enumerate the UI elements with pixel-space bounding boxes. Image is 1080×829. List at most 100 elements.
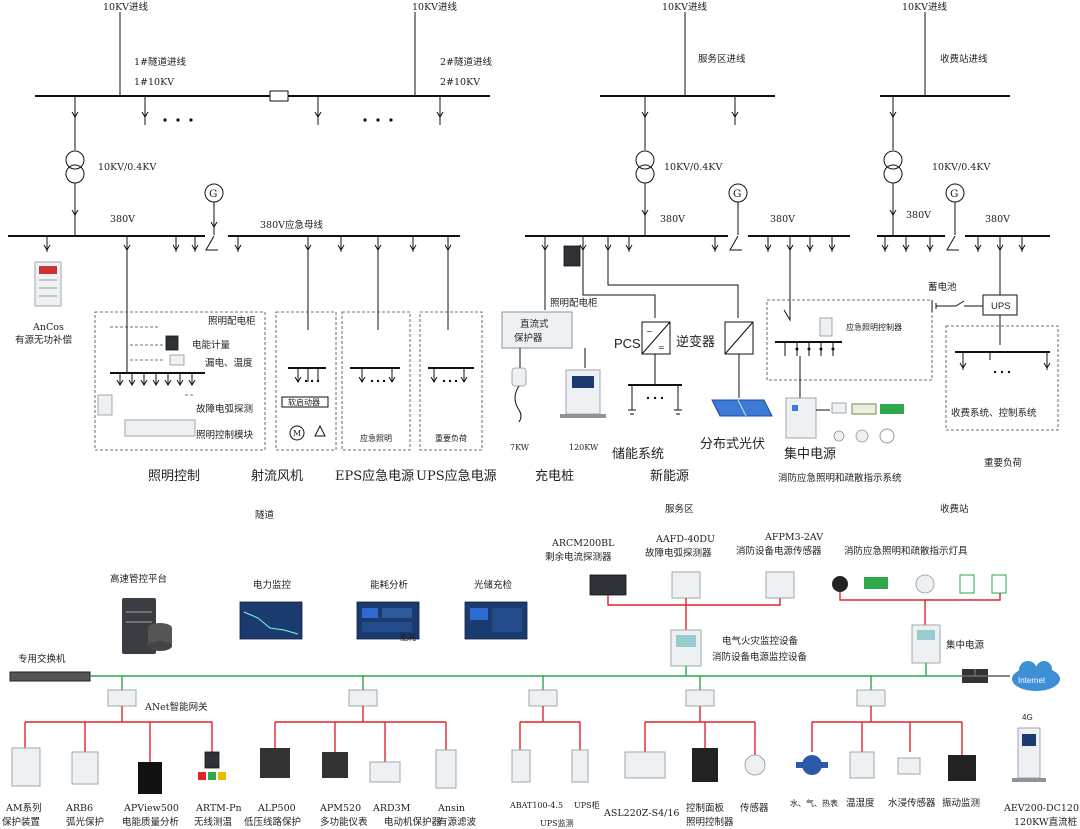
toll-system-label: 收费系统、控制系统 [951, 407, 1037, 419]
transformer-label: 10KV/0.4KV [664, 162, 722, 173]
aafd-desc: 故障电弧探测器 [645, 547, 712, 559]
ancos-label: AnCos [32, 322, 64, 333]
fire-light-device-label: 消防应急照明和疏散指示灯具 [844, 545, 968, 557]
ups-cabinet-icon [571, 749, 589, 783]
charger-120kw-icon [560, 369, 606, 418]
generator-icon: G [204, 183, 224, 203]
gateways: ANet智能网关 [24, 676, 963, 762]
internet-cloud-icon [1012, 661, 1060, 691]
light-control-label: 照明控制模块 [196, 429, 254, 441]
tunnel-hv-section: 10KV进线 10KV进线 1#隧道进线 1#10KV 2#隧道进线 2#10K… [8, 1, 493, 251]
server-icon [122, 598, 172, 654]
arcm-desc: 剩余电流探测器 [545, 551, 612, 563]
sensor-label: 传感器 [740, 802, 769, 814]
gateway-icon [348, 689, 378, 707]
incoming-label: 10KV进线 [902, 1, 948, 13]
am-model: AM系列 [5, 802, 42, 814]
motor-icon: M [289, 425, 305, 441]
ellipsis-icon [442, 379, 458, 383]
tunnel1-bus: 1#10KV [134, 77, 174, 88]
ansin-desc: 有源滤波 [438, 816, 477, 828]
central-power-icon [785, 397, 817, 439]
svg-text:G: G [209, 188, 217, 200]
tunnel2-incoming: 2#隧道进线 [440, 56, 493, 68]
voltage-label: 380V [985, 214, 1010, 225]
am-device-icon [11, 747, 41, 787]
fan-icon [314, 424, 326, 437]
pcs-label: PCS [614, 336, 641, 351]
charger-7kw-label: 7KW [510, 443, 530, 452]
important-load-title: 重要负荷 [984, 457, 1023, 469]
platform-label: 高速管控平台 [110, 573, 167, 585]
transformer-icon [635, 150, 655, 184]
gateway-label: ANet智能网关 [144, 701, 208, 713]
transformer-icon [883, 150, 903, 184]
transformer-icon [65, 150, 85, 184]
vibration-monitor-icon [948, 755, 976, 781]
pv-storage-label: 光储充检 [474, 579, 513, 591]
apview-model: APView500 [123, 803, 179, 814]
energy-tag: 能耗 [400, 632, 416, 642]
central-power-label: 集中电源 [946, 639, 985, 651]
lighting-control-title: 照明控制 [148, 469, 200, 484]
arcm-device-icon [589, 574, 627, 596]
water-meter-icon [796, 755, 828, 775]
internet-label: Internet [1018, 676, 1046, 685]
gateway-icon [107, 689, 137, 707]
tunnel2-bus: 2#10KV [440, 77, 480, 88]
ard-model: ARD3M [372, 803, 411, 814]
fire-light-devices-icon [832, 574, 1007, 594]
asl-model: ASL220Z-S4/16 [603, 808, 679, 819]
gateway-icon [856, 689, 886, 707]
lighting-cabinet-label: 照明配电柜 [550, 297, 598, 309]
apview-device-icon [138, 762, 162, 794]
power-monitor-label: 电力监控 [253, 579, 292, 591]
temp-humidity-icon [849, 751, 875, 779]
power-monitor-screen-icon [239, 601, 303, 640]
storage-title: 储能系统 [612, 447, 664, 462]
abat-model: ABAT100-4.5 [509, 801, 563, 810]
meter-device-icon [563, 245, 581, 267]
tunnel-feeders: AnCos 有源无功补偿 照明配电柜 电能计量 漏电、温度 故障电弧探测 照明控… [15, 236, 497, 521]
artm-desc: 无线测温 [194, 816, 233, 828]
aafd-device-icon [671, 571, 701, 599]
four-g-label: 4G [1022, 713, 1033, 722]
energy-screen-icon [356, 601, 420, 640]
fire-monitor-device-icon [670, 629, 702, 667]
temp-humidity-label: 温湿度 [846, 797, 875, 809]
ellipsis-icon [304, 379, 320, 383]
ellipsis-icon [646, 396, 664, 400]
sensor-icon [744, 754, 766, 776]
pcs-icon: ~= [641, 321, 671, 355]
tunnel1-incoming: 1#隧道进线 [134, 56, 187, 68]
battery-label: 蓄电池 [928, 281, 957, 293]
apm-device-icon [322, 752, 348, 778]
gateway-icon [685, 689, 715, 707]
dc-protector-label: 直流式 [520, 318, 549, 330]
aev-desc: 120KW直流桩 [1014, 816, 1078, 828]
dc-protector-label: 保护器 [514, 332, 543, 344]
ups-load-label: 重要负荷 [435, 433, 467, 443]
aev-model: AEV200-DC120S [1003, 803, 1080, 814]
lighting-circuit [97, 320, 205, 437]
firewall-icon [962, 669, 988, 683]
arb6-device-icon [71, 751, 99, 785]
artm-model: ARTM-Pn [195, 803, 242, 814]
controller-label: 应急照明控制器 [846, 322, 902, 332]
solar-panel-icon [711, 399, 773, 417]
arb-desc: 弧光保护 [66, 816, 104, 828]
soft-starter-label: 软启动器 [288, 397, 320, 407]
control-panel-icon [692, 748, 718, 782]
ups-cabinet-label: UPS柜 [574, 800, 600, 810]
apview-desc: 电能质量分析 [122, 816, 180, 828]
pv-title: 分布式光伏 [700, 437, 765, 452]
afpm-desc: 消防设备电源传感器 [736, 545, 822, 557]
emergency-light-icons [831, 402, 904, 444]
ansin-model: Ansin [437, 803, 465, 814]
ellipsis-icon [163, 118, 193, 122]
lighting-cabinet-label: 照明配电柜 [208, 315, 256, 327]
important-load-box [945, 325, 1059, 431]
svg-text:=: = [658, 343, 665, 352]
fire-monitor-label: 电气火灾监控设备 [722, 635, 799, 647]
